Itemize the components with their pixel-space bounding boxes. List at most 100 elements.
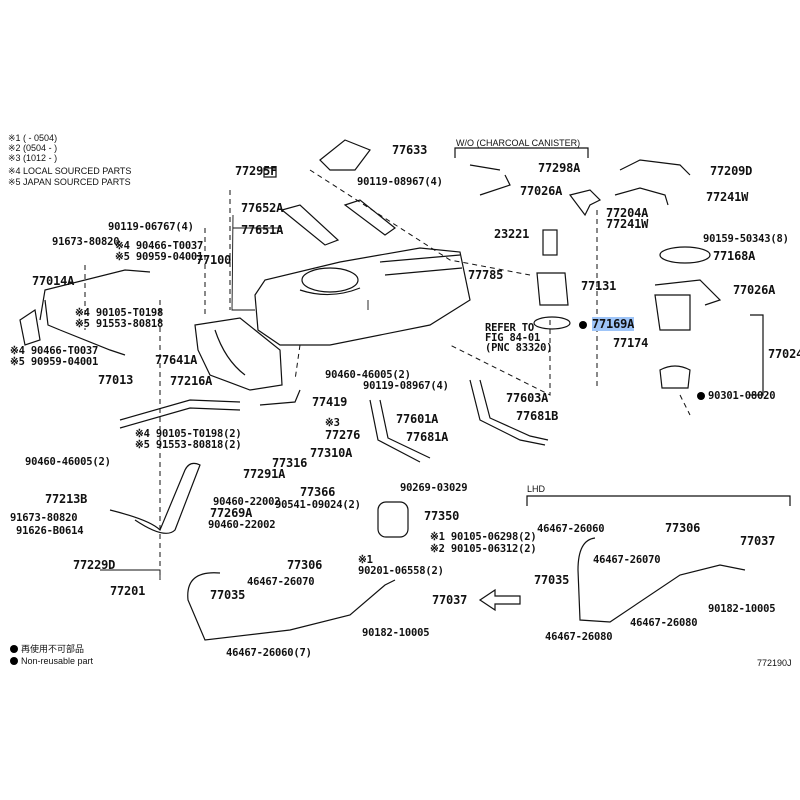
legend-note-3: ※3 (1012 - ) [8, 153, 58, 163]
part-label[interactable]: 77652A [241, 201, 284, 215]
part-label[interactable]: 77229D [73, 558, 116, 572]
part-label[interactable]: 77209D [710, 164, 753, 178]
arrow-down-right [568, 189, 602, 217]
vent-tube-drawing [39, 269, 151, 321]
part-label[interactable]: 77419 [312, 395, 348, 409]
refer-line-3: (PNC 83320) [485, 342, 553, 354]
part-label[interactable]: 77633 [392, 143, 428, 157]
part-label[interactable]: 77681A [406, 430, 449, 444]
part-label[interactable]: 77298A [538, 161, 581, 175]
part-label[interactable]: 77037 [740, 534, 776, 548]
part-label[interactable]: ※5 90959-04001 [115, 251, 204, 263]
part-label[interactable]: 77310A [310, 446, 353, 460]
ring-77168A-drawing [659, 246, 711, 264]
part-label[interactable]: 77037 [432, 593, 468, 607]
part-label[interactable]: 77201 [110, 584, 146, 598]
part-label[interactable]: 90269-03029 [400, 482, 468, 494]
tank-protector-drawing [194, 317, 283, 391]
part-label[interactable]: 90460-22002 [213, 496, 281, 508]
part-label[interactable]: 46467-26070 [593, 554, 661, 566]
part-label[interactable]: ※4 90105-T0198(2) [135, 428, 242, 440]
part-label[interactable]: ※1 90105-06298(2) [430, 531, 537, 543]
part-label[interactable]: 77641A [155, 353, 198, 367]
part-label[interactable]: 77681B [516, 409, 559, 423]
part-label[interactable]: 77316 [272, 456, 308, 470]
non-reusable-legend-jp: 再使用不可部品 [10, 644, 84, 654]
part-label[interactable]: 77024 [768, 347, 800, 361]
part-label[interactable]: ※5 91553-80818 [75, 318, 164, 330]
part-label[interactable]: 77014A [32, 274, 75, 288]
part-label[interactable]: ※4 90466-T0037 [10, 345, 99, 357]
part-label[interactable]: 77241W [606, 217, 649, 231]
part-label[interactable]: 77013 [98, 373, 134, 387]
part-label[interactable]: 90182-10005 [362, 627, 430, 639]
part-label[interactable]: 77168A [713, 249, 756, 263]
part-label[interactable]: 77603A [506, 391, 549, 405]
part-label[interactable]: 46467-26060(7) [226, 647, 312, 659]
part-label[interactable]: 77100 [196, 253, 232, 267]
part-label[interactable]: 46467-26080 [545, 631, 613, 643]
section-charcoal-canister: W/O (CHARCOAL CANISTER) [456, 138, 581, 148]
part-label[interactable]: 46467-26060 [537, 523, 605, 535]
part-label[interactable]: 90460-46005(2) [25, 456, 111, 468]
part-label[interactable]: 90119-06767(4) [108, 221, 194, 233]
part-label[interactable]: 46467-26080 [630, 617, 698, 629]
part-label[interactable]: 90159-50343(8) [703, 233, 789, 245]
gasket-77169A-drawing [533, 316, 571, 330]
part-label[interactable]: 77306 [287, 558, 323, 572]
part-label[interactable]: 23221 [494, 227, 530, 241]
part-label[interactable]: 77213B [45, 492, 88, 506]
part-label[interactable]: 77366 [300, 485, 336, 499]
part-label[interactable]: 77026A [520, 184, 563, 198]
part-label[interactable]: 77291A [243, 467, 286, 481]
part-label[interactable]: ※4 90105-T0198 [75, 307, 164, 319]
part-label[interactable]: 90182-10005 [708, 603, 776, 615]
part-label[interactable]: 90541-09024(2) [275, 499, 361, 511]
cable-77035-lhd-drawing [577, 537, 746, 623]
part-label[interactable]: 77651A [241, 223, 284, 237]
part-label[interactable]: 90301-08020 [697, 391, 776, 402]
figure-id: 772190J [757, 658, 792, 668]
part-label[interactable]: 91673-80820 [52, 236, 120, 248]
part-label[interactable]: 77026A [733, 283, 776, 297]
part-label[interactable]: 77131 [581, 279, 617, 293]
part-label[interactable]: 77174 [613, 336, 649, 350]
part-label[interactable]: ※2 90105-06312(2) [430, 543, 537, 555]
part-label[interactable]: 77035 [210, 588, 246, 602]
part-label[interactable]: ※5 90959-04001 [10, 356, 99, 368]
highlighted-part-number: 77169A [592, 317, 635, 331]
part-label[interactable]: 46467-26070 [247, 576, 315, 588]
pump-housing-drawing [536, 272, 569, 306]
part-label[interactable]: ※5 91553-80818(2) [135, 439, 242, 451]
part-label[interactable]: 77350 [424, 509, 460, 523]
part-label[interactable]: 90460-46005(2) [325, 369, 411, 381]
non-reusable-dot-icon [697, 392, 705, 400]
part-label[interactable]: 90201-06558(2) [358, 565, 444, 577]
hose-77216A-drawing [119, 399, 241, 429]
fuel-tank-drawing [254, 247, 471, 346]
part-label[interactable]: 77295F [235, 164, 278, 178]
part-label[interactable]: 77785 [468, 268, 504, 282]
part-label[interactable]: 77601A [396, 412, 439, 426]
part-label[interactable]: 91626-B0614 [16, 525, 84, 537]
part-label: ※1 [358, 554, 373, 566]
part-label[interactable]: 77306 [665, 521, 701, 535]
part-label[interactable]: 77269A [210, 506, 253, 520]
part-label[interactable]: 77169A [579, 317, 635, 331]
part-label[interactable]: 90119-08967(4) [357, 176, 443, 188]
cable-77035-drawing [187, 572, 396, 641]
part-label[interactable]: 90460-22002 [208, 519, 276, 531]
part-label[interactable]: 77216A [170, 374, 213, 388]
part-label[interactable]: ※4 90466-T0037 [115, 240, 204, 252]
part-label[interactable]: 77204A [606, 206, 649, 220]
fuel-pump-drawing [542, 229, 558, 256]
part-label[interactable]: 77276 [325, 428, 361, 442]
legend-note-4: ※4 LOCAL SOURCED PARTS [8, 166, 132, 176]
clip-77295F-drawing [263, 167, 277, 178]
legend-note-2: ※2 (0504 - ) [8, 143, 58, 153]
part-label[interactable]: 91673-80820 [10, 512, 78, 524]
part-label[interactable]: 77241W [706, 190, 749, 204]
part-label[interactable]: 90119-08967(4) [363, 380, 449, 392]
part-label[interactable]: 77035 [534, 573, 570, 587]
